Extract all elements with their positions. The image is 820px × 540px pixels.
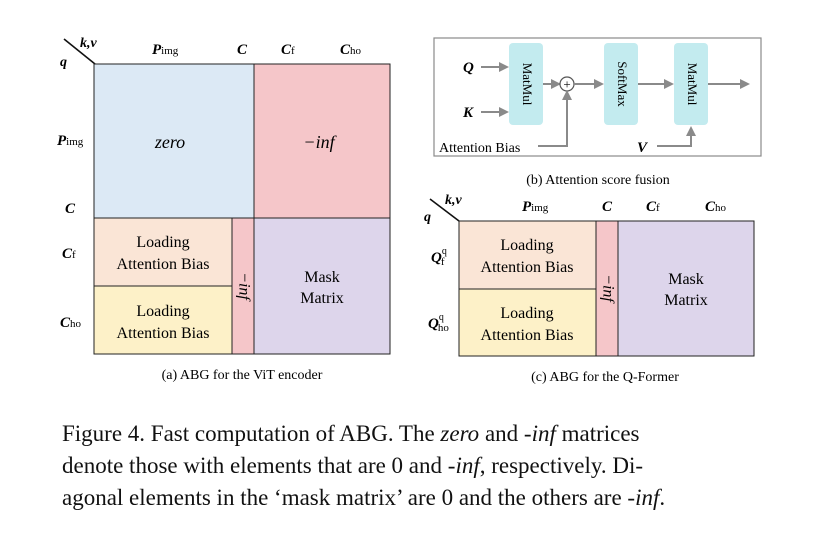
inf-strip-label: −inf	[235, 272, 252, 302]
loading-bias-cf-line1: Loading	[136, 234, 189, 251]
col-label-cf: Cf	[281, 42, 295, 58]
loading-bias-qho-line1: Loading	[500, 305, 553, 322]
corner-kv-label: k,v	[80, 36, 98, 51]
loading-bias-qho-block	[458, 288, 597, 357]
matmul-label-2: MatMul	[685, 63, 700, 106]
col-label-cho-c: Cho	[705, 199, 727, 215]
mask-matrix-line1: Mask	[304, 269, 340, 286]
v-input-label: V	[637, 140, 649, 156]
col-label-c: C	[237, 42, 248, 58]
zero-label: zero	[154, 132, 185, 152]
panel-b: Q K MatMul + Attention Bias SoftMax MatM…	[433, 37, 762, 188]
figure-caption: Figure 4. Fast computation of ABG. The z…	[62, 418, 768, 514]
panel-b-caption: (b) Attention score fusion	[526, 173, 669, 188]
matmul-box-2	[674, 43, 708, 125]
attention-bias-label: Attention Bias	[439, 141, 520, 156]
loading-bias-cho-block	[93, 285, 233, 355]
caption-line-2: denote those with elements that are 0 an…	[62, 453, 643, 478]
row-label-cf: Cf	[62, 246, 76, 262]
mask-matrix-line2: Matrix	[300, 290, 344, 307]
panel-a: k,v q Pimg C Cf Cho Pimg C Cf Cho zero −…	[57, 36, 391, 383]
bias-arrow	[538, 90, 572, 147]
col-label-cho: Cho	[340, 42, 362, 58]
loading-bias-cf-block	[93, 217, 233, 287]
q-input-label: Q	[463, 60, 474, 76]
row-label-p-img: Pimg	[57, 133, 84, 149]
corner-kv-label-c: k,v	[445, 193, 463, 208]
corner-q-label: q	[60, 55, 67, 70]
softmax-label: SoftMax	[615, 61, 630, 107]
loading-bias-cho-line1: Loading	[136, 303, 189, 320]
neg-inf-block	[253, 63, 391, 219]
loading-bias-qf-block	[458, 220, 597, 290]
col-label-p-img-c: Pimg	[522, 199, 549, 215]
col-label-c-c: C	[602, 199, 613, 215]
loading-bias-qf-line1: Loading	[500, 237, 553, 254]
col-label-cf-c: Cf	[646, 199, 660, 215]
row-label-c: C	[65, 201, 76, 217]
mask-matrix-block	[253, 217, 391, 355]
matmul-label-1: MatMul	[520, 63, 535, 106]
mask-matrix-line1-c: Mask	[668, 271, 704, 288]
corner-diagonal	[63, 38, 96, 65]
plus-sign: +	[563, 77, 570, 92]
row-label-cho: Cho	[60, 315, 82, 331]
neg-inf-label: −inf	[303, 132, 337, 152]
loading-bias-cho-line2: Attention Bias	[117, 325, 210, 342]
softmax-box	[604, 43, 638, 125]
inf-strip-label-c: −inf	[599, 274, 616, 304]
caption-line-3: agonal elements in the ‘mask matrix’ are…	[62, 485, 666, 510]
caption-line-1: Figure 4. Fast computation of ABG. The z…	[62, 421, 640, 446]
loading-bias-qho-line2: Attention Bias	[481, 327, 574, 344]
abg-figure: k,v q Pimg C Cf Cho Pimg C Cf Cho zero −…	[57, 36, 762, 385]
panel-a-caption: (a) ABG for the ViT encoder	[162, 368, 323, 383]
matmul-box-1	[509, 43, 543, 125]
corner-diagonal-c	[429, 198, 460, 222]
corner-q-label-c: q	[424, 210, 431, 225]
col-label-p-img: Pimg	[152, 42, 179, 58]
panel-c-caption: (c) ABG for the Q-Former	[531, 370, 679, 385]
k-input-label: K	[462, 105, 474, 121]
fusion-frame	[433, 37, 762, 157]
mask-matrix-block-c	[617, 220, 755, 357]
loading-bias-cf-line2: Attention Bias	[117, 256, 210, 273]
loading-bias-qf-line2: Attention Bias	[481, 259, 574, 276]
mask-matrix-line2-c: Matrix	[664, 292, 708, 309]
v-arrow	[657, 126, 696, 147]
